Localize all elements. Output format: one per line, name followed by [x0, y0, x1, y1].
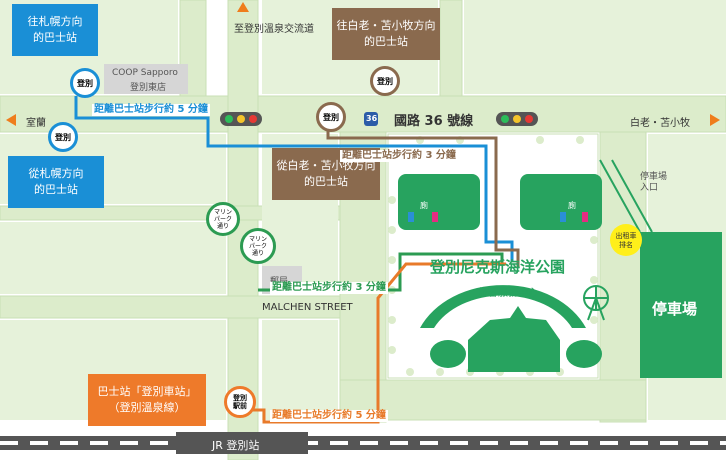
- parking-entrance-line2: 入口: [640, 183, 659, 193]
- bus-stop-from-shiraoi[interactable]: 登別: [316, 102, 346, 132]
- coop-building: [104, 64, 188, 94]
- callout-from-shiraoi-line1: 從白老・苫小牧方向: [276, 159, 376, 172]
- callout-station-bus-line2: （登別溫泉線）: [108, 401, 186, 414]
- route-shield-icon: [364, 112, 378, 126]
- parking-lot: [640, 232, 722, 378]
- parking-entrance-lines: [599, 159, 653, 233]
- coop-label-line2: 登別東店: [130, 83, 167, 93]
- bus-stop-label-line2: パーク: [213, 215, 232, 223]
- restroom-building-left: [398, 174, 480, 230]
- bus-stop-label-line1: マリン: [248, 235, 267, 243]
- railway: [0, 432, 726, 454]
- bus-stop-label: 登別: [377, 76, 393, 86]
- block-cs: [262, 320, 338, 420]
- bus-stop-label-line1: マリン: [213, 208, 232, 216]
- bus-stop-marine-park-1[interactable]: マリン パーク 通り: [206, 202, 240, 236]
- castle-building: [468, 306, 560, 372]
- bus-stop-label-line1: 登別: [233, 394, 247, 402]
- visitor-center-arc: [420, 285, 586, 328]
- road-label-to-shiraoi: 白老・苫小牧: [630, 118, 690, 129]
- callout-to-sapporo-line2: 的巴士站: [33, 31, 77, 44]
- bus-stop-station-front[interactable]: 登別 駅前: [224, 386, 256, 418]
- arrow-up-icon: [237, 2, 249, 12]
- callout-from-shiraoi-line2: 的巴士站: [304, 175, 348, 188]
- bus-stop-label: 登別: [55, 132, 71, 142]
- ferris-wheel-icon: [583, 285, 609, 321]
- callout-to-shiraoi: 往白老・苫小牧方向 的巴士站: [332, 8, 440, 60]
- restroom-label-right: 廁: [568, 201, 576, 210]
- parking-entrance-line1: 停車場: [640, 172, 668, 182]
- callout-to-sapporo: 往札幌方向 的巴士站: [12, 4, 98, 56]
- bus-stop-label-line3: 通り: [216, 222, 229, 230]
- callout-from-sapporo-line2: 的巴士站: [34, 183, 78, 196]
- bus-stop-label: 登別: [323, 112, 339, 122]
- road-label-to-onsen: 至登別溫泉交流道: [234, 24, 314, 35]
- walk-path-brown: [326, 124, 520, 268]
- bus-stop-label-line2: パーク: [248, 242, 267, 250]
- traffic-light-icon: [496, 112, 538, 126]
- block-w2: [0, 222, 226, 294]
- parking-entrance-label: 停車場 入口: [640, 172, 667, 194]
- road-label-malchen: MALCHEN STREET: [262, 302, 353, 313]
- callout-station-bus: 巴士站「登別車站」 （登別溫泉線）: [88, 374, 206, 426]
- parking-label: 停車場: [652, 300, 698, 318]
- bus-stop-shiraoi-bound[interactable]: 登別: [370, 66, 400, 96]
- walk-label-green: 距離巴士站步行約 3 分鐘: [270, 282, 388, 294]
- tree-left: [430, 340, 466, 368]
- callout-to-shiraoi-line2: 的巴士站: [364, 35, 408, 48]
- walk-label-blue: 距離巴士站步行約 5 分鐘: [92, 104, 210, 116]
- walk-label-brown: 距離巴士站步行約 3 分鐘: [340, 150, 458, 162]
- walk-path-orange: [240, 262, 506, 424]
- taxi-label-line1: 出租車: [615, 232, 637, 240]
- taxi-stand-label: 出租車 排名: [612, 232, 640, 250]
- park-name: 登別尼克斯海洋公園: [430, 258, 566, 276]
- block-ne: [464, 0, 726, 94]
- callout-station-bus-line1: 巴士站「登別車站」: [97, 385, 197, 398]
- road-label-to-muroran: 室蘭: [26, 118, 46, 129]
- taxi-label-line2: 排名: [619, 241, 633, 249]
- arrow-left-icon: [6, 114, 16, 126]
- walk-path-blue: [74, 96, 514, 262]
- callout-from-sapporo: 從札幌方向 的巴士站: [8, 156, 104, 208]
- bus-stop-sapporo-bound[interactable]: 登別: [70, 68, 100, 98]
- restroom-building-right: [520, 174, 602, 230]
- walk-label-orange: 距離巴士站步行約 5 分鐘: [270, 410, 388, 422]
- callout-from-sapporo-line1: 從札幌方向: [28, 167, 84, 180]
- restroom-icon: [408, 212, 588, 222]
- bus-stop-marine-park-2[interactable]: マリン パーク 通り: [240, 228, 276, 264]
- visitor-center-label: 旅客服務中心: [478, 288, 538, 299]
- road-label-route36: 國路 36 號線: [394, 114, 474, 129]
- traffic-light-icon: [220, 112, 262, 126]
- station-front-road: [339, 379, 647, 421]
- jr-station-label: JR 登別站: [212, 439, 260, 452]
- route-shield-number: 36: [366, 114, 378, 123]
- jr-station-block: [176, 432, 308, 454]
- bus-stop-label-line3: 通り: [251, 249, 264, 257]
- tree-right: [566, 340, 602, 368]
- arrow-right-icon: [710, 114, 720, 126]
- callout-from-shiraoi: 從白老・苫小牧方向 的巴士站: [272, 148, 380, 200]
- park-buildings: [398, 174, 602, 372]
- taxi-stand-marker: [610, 224, 642, 256]
- restroom-label-left: 廁: [420, 201, 428, 210]
- bus-stop-from-sapporo[interactable]: 登別: [48, 122, 78, 152]
- bus-stop-label: 登別: [77, 78, 93, 88]
- callout-to-shiraoi-line1: 往白老・苫小牧方向: [336, 19, 436, 32]
- bus-stop-label-line2: 駅前: [233, 402, 247, 410]
- callout-to-sapporo-line1: 往札幌方向: [27, 15, 83, 28]
- coop-label-line1: COOP Sapporo: [112, 68, 178, 78]
- north-road-east: [439, 0, 463, 97]
